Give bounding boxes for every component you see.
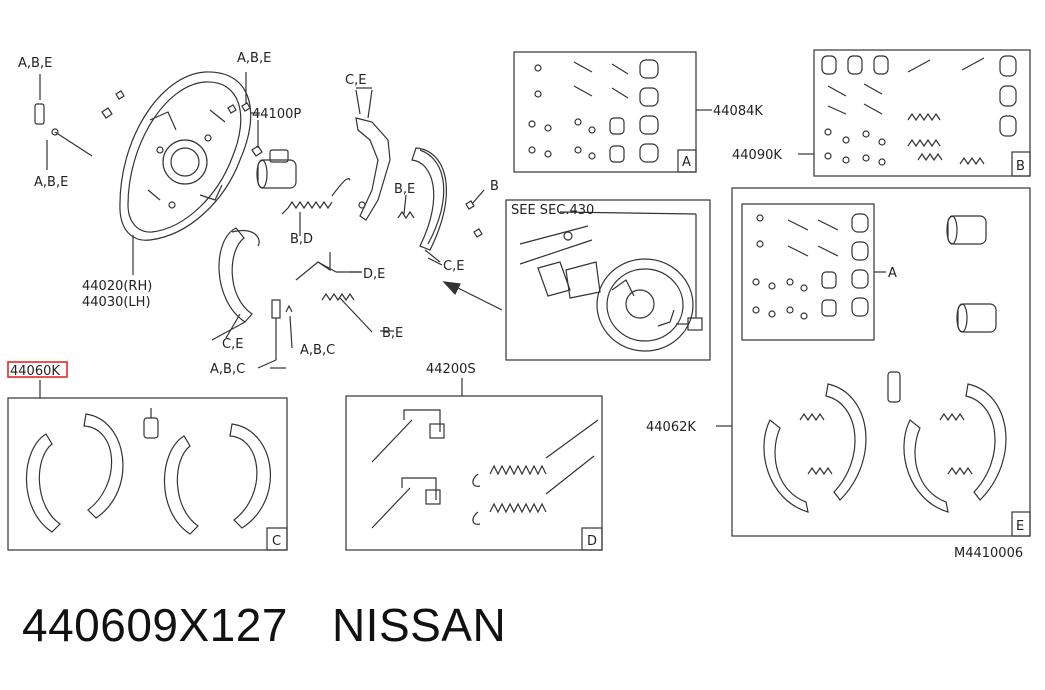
assembly-arrow — [442, 281, 503, 311]
parking-lever — [355, 87, 391, 221]
wheel-cylinder — [251, 120, 297, 189]
label-de: D,E — [363, 267, 385, 282]
label-be-spring: B,E — [382, 326, 403, 341]
label-44200s: 44200S — [426, 362, 476, 377]
label-abe-top-center: A,B,E — [237, 51, 271, 66]
label-abe-top-left: A,B,E — [18, 56, 52, 71]
brake-shoe-left — [211, 227, 293, 369]
box-letter-c: C — [272, 534, 281, 549]
box-letter-a: A — [682, 155, 691, 170]
kit-box-c — [7, 380, 288, 551]
brake-shoe-top-right — [397, 147, 485, 263]
label-44060k: 44060K — [10, 364, 60, 379]
backing-plate — [119, 71, 252, 275]
label-bd: B,D — [290, 232, 313, 247]
leader-lines — [250, 112, 443, 369]
kit-box-d — [345, 378, 603, 551]
bolt-parts — [34, 72, 251, 170]
assembly-box — [505, 199, 711, 361]
box-letter-d: D — [587, 534, 597, 549]
label-44084k: 44084K — [713, 104, 763, 119]
label-abe-mid-left: A,B,E — [34, 175, 68, 190]
highlight-box — [7, 361, 68, 378]
label-ce-top: C,E — [345, 73, 366, 88]
label-abc-1: A,B,C — [300, 343, 335, 358]
kit-box-a — [513, 51, 712, 173]
label-44062k: 44062K — [646, 420, 696, 435]
brand-name: NISSAN — [331, 599, 507, 651]
label-a-small: A — [888, 266, 897, 281]
label-44090k: 44090K — [732, 148, 782, 163]
label-see-sec: SEE SEC.430 — [511, 203, 594, 218]
label-44020: 44020(RH) — [82, 279, 152, 294]
label-44030: 44030(LH) — [82, 295, 151, 310]
label-be-small: B,E — [394, 182, 415, 197]
caption: 440609X127 NISSAN — [22, 598, 506, 652]
label-ce-left-shoe: C,E — [222, 337, 243, 352]
kit-box-e — [716, 187, 1031, 537]
box-letter-e: E — [1016, 519, 1024, 534]
label-abc-2: A,B,C — [210, 362, 245, 377]
part-number: 440609X127 — [22, 599, 288, 651]
label-ref-code: M4410006 — [954, 546, 1023, 561]
labels: A,B,E A,B,E A,B,E C,E 44100P B,D B,E B D… — [10, 51, 1025, 561]
return-springs — [281, 178, 351, 236]
label-ce-shoe: C,E — [443, 259, 464, 274]
label-b-small: B — [490, 179, 499, 194]
adjuster-strut — [295, 252, 373, 333]
kit-box-b — [798, 49, 1031, 177]
label-44100p: 44100P — [252, 107, 301, 122]
box-letter-b: B — [1016, 159, 1025, 174]
